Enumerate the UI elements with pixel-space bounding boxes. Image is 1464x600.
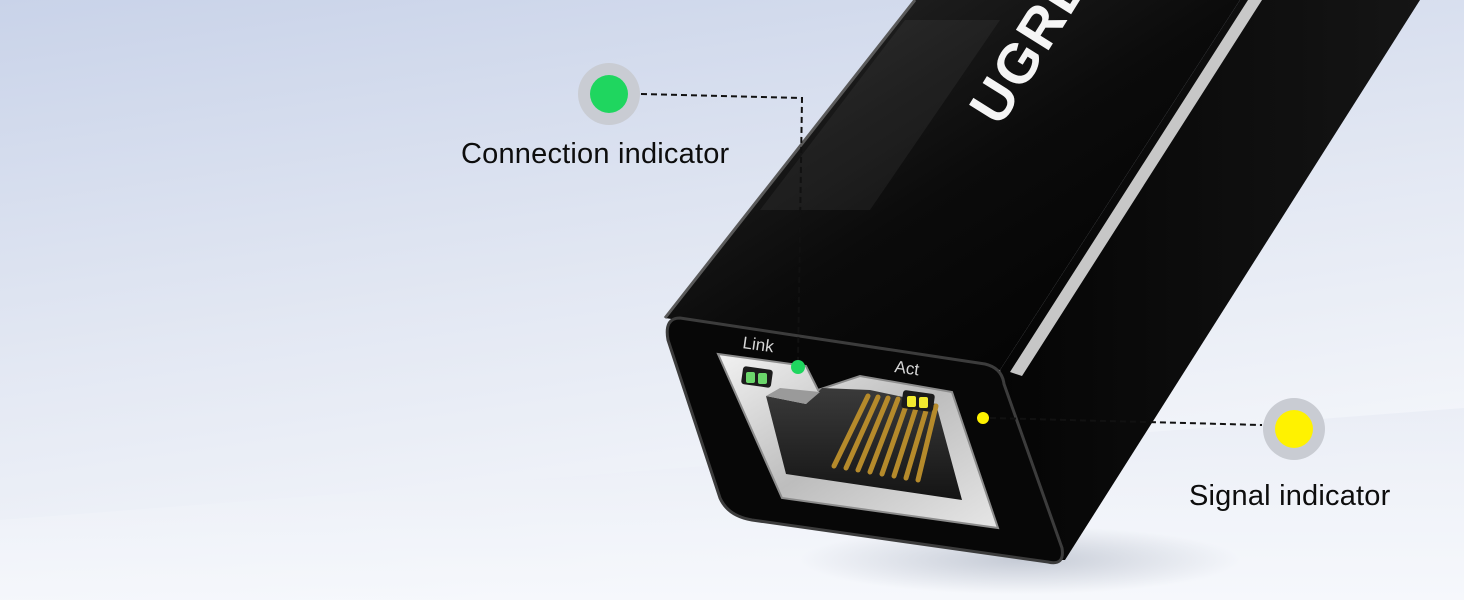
connection-leader-line — [640, 93, 804, 361]
connection-led — [791, 360, 805, 374]
port-label-link: Link — [741, 333, 775, 356]
connection-marker-dot — [590, 75, 628, 113]
connection-indicator-label: Connection indicator — [461, 138, 730, 170]
signal-callout — [989, 398, 1325, 460]
connection-callout — [578, 63, 804, 361]
adapter-top-highlight — [760, 20, 1000, 210]
rj45-inner-bevel — [766, 388, 820, 404]
port-label-act: Act — [893, 357, 920, 379]
signal-led — [977, 412, 989, 424]
act-led-window — [901, 390, 935, 412]
signal-indicator-label: Signal indicator — [1189, 480, 1391, 512]
link-led-window — [741, 366, 773, 388]
adapter-top-face — [665, 0, 1240, 370]
signal-leader-line — [989, 417, 1263, 426]
adapter-side-stripe — [1010, 0, 1262, 376]
adapter-top-edge — [663, 0, 917, 319]
rj45-pins — [831, 393, 939, 483]
signal-marker-dot — [1275, 410, 1313, 448]
